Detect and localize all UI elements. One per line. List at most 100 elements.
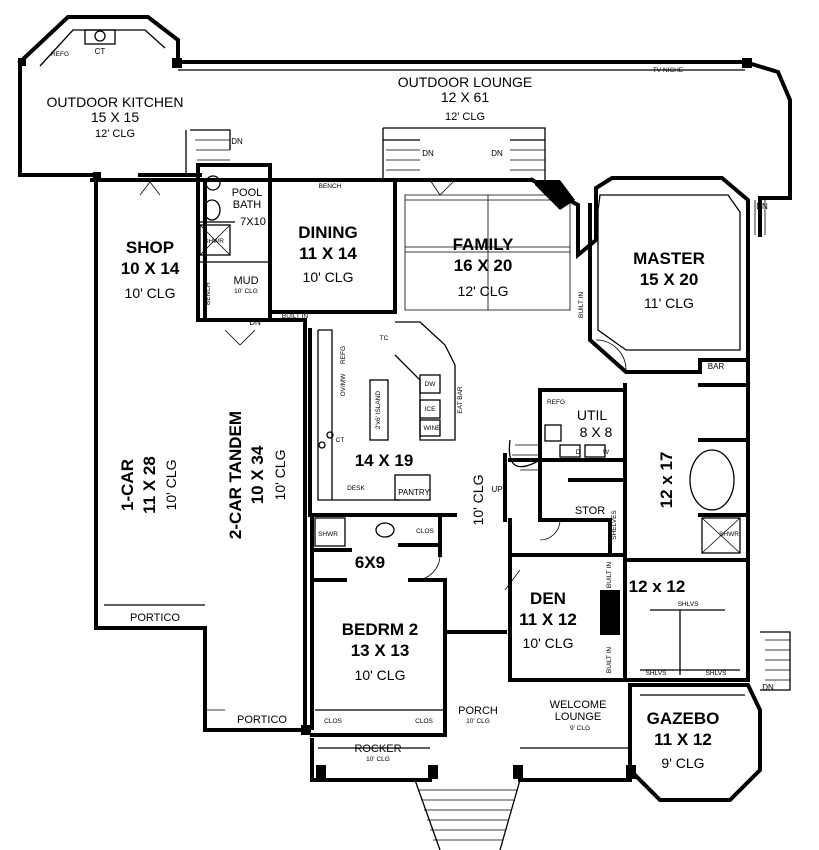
- bath-6x9-size: 6X9: [355, 553, 385, 572]
- fixtures: [84, 29, 741, 675]
- shop-size: 10 X 14: [121, 259, 180, 278]
- closet-12x12-size: 12 x 12: [629, 577, 686, 596]
- den-name: DEN: [530, 589, 566, 608]
- portico-1-label: PORTICO: [130, 612, 180, 624]
- dining-name: DINING: [298, 223, 358, 242]
- pool-bath-name2: BATH: [233, 199, 262, 211]
- mud-name: MUD: [233, 275, 258, 287]
- pantry-label: PANTRY: [398, 488, 430, 497]
- tc-label: TC: [380, 335, 389, 342]
- built-in-den-top-label: BUILT IN: [606, 562, 613, 588]
- rocker-clg: 10' CLG: [366, 756, 390, 763]
- dn-lounge-left-label: DN: [422, 149, 434, 158]
- shwr-master-label: SHWR: [719, 531, 739, 538]
- den-size: 11 X 12: [519, 610, 577, 629]
- outdoor-kitchen-clg: 12' CLG: [95, 128, 135, 140]
- tv-niche-label: TV NICHE: [653, 67, 684, 74]
- stairs: [195, 139, 790, 850]
- welcome-lounge-name2: LOUNGE: [555, 711, 601, 723]
- outdoor-lounge-clg: 12' CLG: [445, 111, 485, 123]
- shwr-pool-label: SHWR: [204, 238, 224, 245]
- family-name: FAMILY: [453, 235, 514, 254]
- outdoor-kitchen-name: OUTDOOR KITCHEN: [47, 94, 184, 110]
- refg-ok-label: REFG: [51, 51, 69, 58]
- built-in-mud-label: BUILT IN: [282, 313, 308, 320]
- gazebo-clg: 9' CLG: [661, 755, 704, 771]
- pool-bath-name1: POOL: [232, 187, 263, 199]
- outdoor-lounge-name: OUTDOOR LOUNGE: [398, 74, 533, 90]
- dining-clg: 10' CLG: [303, 269, 354, 285]
- outdoor-kitchen-size: 15 X 15: [91, 109, 139, 125]
- d-label: D: [576, 449, 581, 456]
- welcome-lounge-name1: WELCOME: [550, 699, 607, 711]
- columns: [18, 58, 752, 779]
- gazebo-name: GAZEBO: [647, 709, 720, 728]
- bedrm2-name: BEDRM 2: [342, 620, 419, 639]
- dn-lounge-right-label: DN: [491, 149, 503, 158]
- clos-left-label: CLOS: [324, 718, 342, 725]
- two-car-size: 10 X 34: [248, 445, 267, 504]
- dn-master-label: DN: [756, 202, 768, 211]
- wine-label: WINE: [424, 425, 442, 432]
- rocker-name: ROCKER: [354, 743, 401, 755]
- stor-label: STOR: [575, 505, 605, 517]
- ice-label: ICE: [425, 406, 437, 413]
- portico-2-label: PORTICO: [237, 714, 287, 726]
- one-car-name: 1-CAR: [118, 459, 137, 511]
- bedrm2-size: 13 X 13: [351, 641, 410, 660]
- shlvs-top-label: SHLVS: [678, 601, 699, 608]
- shlvs-left-label: SHLVS: [646, 670, 667, 677]
- one-car-size: 11 X 28: [140, 456, 159, 514]
- master-name: MASTER: [633, 249, 705, 268]
- ct-top-label: CT: [95, 47, 106, 56]
- two-car-name: 2-CAR TANDEM: [226, 411, 245, 539]
- dn-ok-label: DN: [231, 137, 243, 146]
- kitchen-counters: [318, 321, 456, 501]
- master-size: 15 X 20: [640, 270, 699, 289]
- walls: [17, 15, 792, 802]
- bench-mud-label: BENCH: [205, 282, 212, 305]
- ct-kitchen-label: CT: [336, 437, 345, 444]
- dw-label: DW: [425, 381, 437, 388]
- kitchen-size: 14 X 19: [355, 451, 414, 470]
- built-in-family-label: BUILT IN: [578, 292, 585, 318]
- porch-clg: 10' CLG: [466, 718, 490, 725]
- welcome-lounge-clg: 9' CLG: [570, 725, 590, 732]
- mud-clg: 10' CLG: [234, 288, 258, 295]
- bar-label: BAR: [708, 362, 725, 371]
- gazebo-size: 11 X 12: [654, 730, 712, 749]
- refg-util-label: REFG: [547, 399, 565, 406]
- master-clg: 11' CLG: [644, 295, 694, 311]
- dn-gazebo-label: DN: [762, 683, 774, 692]
- util-name: UTIL: [577, 407, 608, 423]
- door-swings: [139, 179, 627, 730]
- desk-label: DESK: [347, 485, 365, 492]
- refg-kitchen-label: REFG: [340, 346, 347, 364]
- master-bath-size: 12 x 17: [657, 452, 676, 509]
- w-label: W: [603, 449, 610, 456]
- up-label: UP: [491, 485, 502, 494]
- bedrm2-clg: 10' CLG: [355, 667, 406, 683]
- shlvs-right-label: SHLVS: [706, 670, 727, 677]
- pool-bath-size: 7X10: [240, 216, 266, 228]
- shelves-label: SHELVES: [611, 510, 618, 540]
- util-size: 8 X 8: [580, 424, 613, 440]
- eat-bar-label: EAT BAR: [457, 386, 464, 414]
- island-label: 2'x6' ISLAND: [375, 391, 382, 430]
- family-clg: 12' CLG: [458, 283, 509, 299]
- hall-clg: 10' CLG: [470, 475, 486, 526]
- dining-size: 11 X 14: [299, 244, 357, 263]
- built-in-den-bottom-label: BUILT IN: [606, 647, 613, 673]
- family-ceiling-grid: [404, 194, 571, 311]
- room-labels: OUTDOOR KITCHEN 15 X 15 12' CLG CT REFG …: [47, 47, 774, 771]
- clos-6x9-label: CLOS: [416, 528, 434, 535]
- outdoor-lounge-size: 12 X 61: [441, 89, 489, 105]
- one-car-clg: 10' CLG: [163, 460, 179, 511]
- dn-mud-label: DN: [249, 318, 261, 327]
- shop-name: SHOP: [126, 238, 174, 257]
- family-size: 16 X 20: [454, 256, 513, 275]
- two-car-clg: 10' CLG: [272, 450, 288, 501]
- shwr-6x9-label: SHWR: [318, 531, 338, 538]
- shop-clg: 10' CLG: [125, 285, 176, 301]
